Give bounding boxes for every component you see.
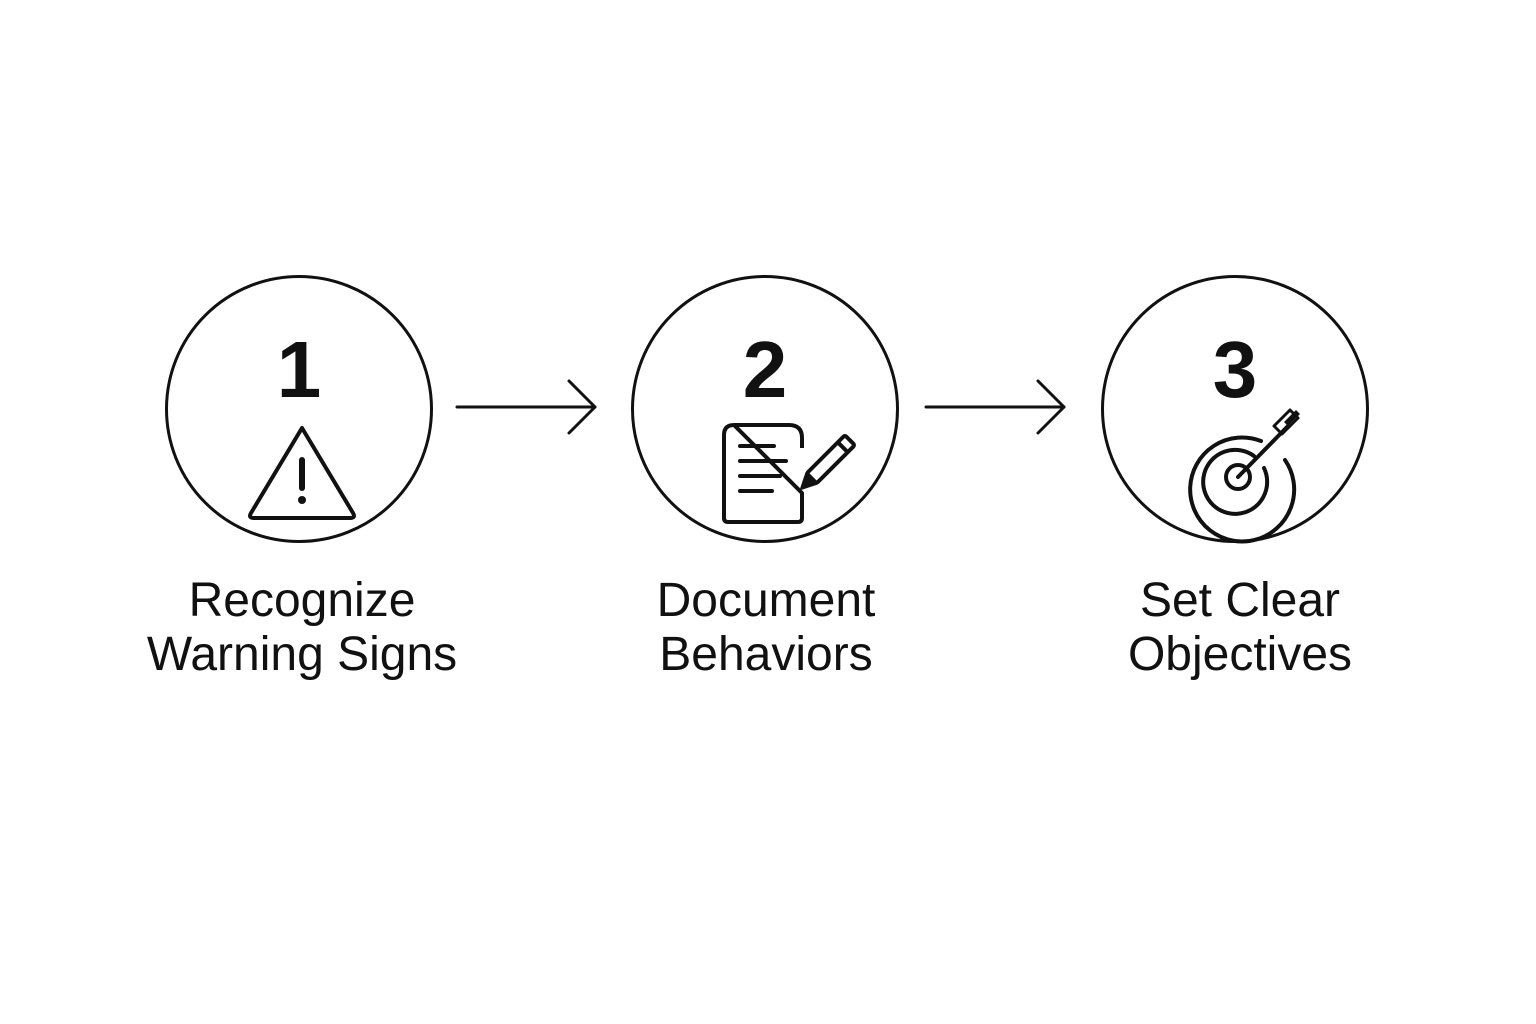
step-2-label-line1: Document <box>656 574 876 627</box>
step-1-label-line2: Warning Signs <box>146 628 458 681</box>
step-2-number: 2 <box>742 325 788 414</box>
step-3-circle: 3 <box>1101 275 1369 544</box>
step-3-label-line2: Objectives <box>1127 628 1353 681</box>
step-1-number: 1 <box>276 325 322 414</box>
step-2-circle: 2 <box>631 275 899 543</box>
step-1-label-line1: Recognize <box>188 574 416 627</box>
step-3-number: 3 <box>1212 325 1258 414</box>
arrow-right-icon <box>924 379 1066 435</box>
step-1-label: Recognize Warning Signs <box>102 574 502 682</box>
step-3-label-line1: Set Clear <box>1139 574 1341 627</box>
step-2-label-line2: Behaviors <box>659 628 873 681</box>
step-1-circle: 1 <box>165 275 433 543</box>
step-2-label: Document Behaviors <box>566 574 966 682</box>
arrow-right-icon <box>455 379 597 435</box>
step-3-label: Set Clear Objectives <box>1040 574 1440 682</box>
